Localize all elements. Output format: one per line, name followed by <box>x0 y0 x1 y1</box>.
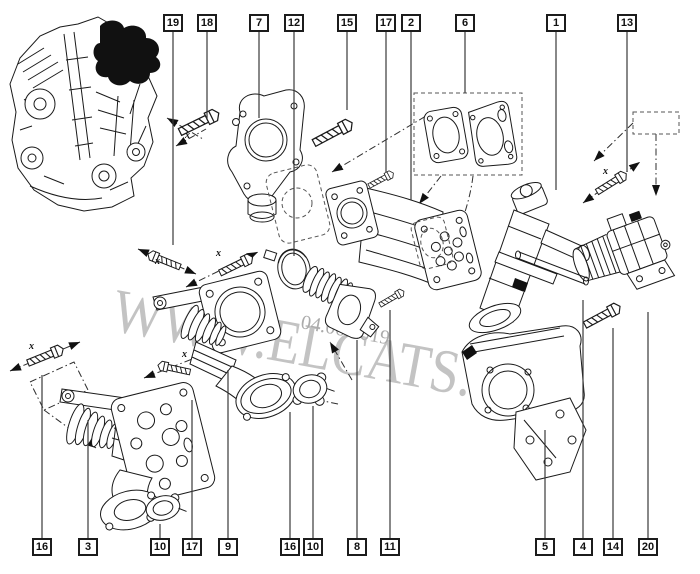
callout-20-bottom[interactable]: 20 <box>638 538 658 556</box>
hose-clamp-illustration <box>263 248 311 290</box>
callout-8-bottom[interactable]: 8 <box>347 538 367 556</box>
gasket-ring-center-illustration <box>292 372 335 406</box>
callout-4-bottom[interactable]: 4 <box>573 538 593 556</box>
dimension-mark-3: x <box>215 248 221 259</box>
callout-1-top[interactable]: 1 <box>546 14 566 32</box>
callout-5-bottom[interactable]: 5 <box>535 538 555 556</box>
dimension-mark-0: x <box>184 130 190 141</box>
egr-cooler-illustration <box>325 180 482 291</box>
callout-10-bottom[interactable]: 10 <box>303 538 323 556</box>
housing-ghost-outline <box>265 164 331 244</box>
exhaust-bracket-illustration <box>461 325 587 481</box>
corrugated-hose-illustration <box>302 265 380 339</box>
callout-19-top[interactable]: 19 <box>163 14 183 32</box>
cooler-assembly-center-illustration <box>152 270 297 421</box>
dimension-mark-2: x <box>154 256 160 267</box>
engine-illustration <box>9 16 161 212</box>
callout-15-top[interactable]: 15 <box>337 14 357 32</box>
cooler-assembly-lower-illustration <box>59 382 216 531</box>
callout-3-bottom[interactable]: 3 <box>78 538 98 556</box>
callout-12-top[interactable]: 12 <box>284 14 304 32</box>
callout-17-bottom[interactable]: 17 <box>182 538 202 556</box>
callout-6-top[interactable]: 6 <box>455 14 475 32</box>
callout-16-bottom[interactable]: 16 <box>280 538 300 556</box>
callout-17-top[interactable]: 17 <box>376 14 396 32</box>
callout-16-bottom[interactable]: 16 <box>32 538 52 556</box>
gasket-edge-illustration <box>515 250 589 286</box>
egr-valve-illustration <box>572 210 676 290</box>
dimension-mark-4: x <box>181 349 187 360</box>
callout-2-top[interactable]: 2 <box>401 14 421 32</box>
callout-10-bottom[interactable]: 10 <box>150 538 170 556</box>
callout-13-top[interactable]: 13 <box>617 14 637 32</box>
callout-9-bottom[interactable]: 9 <box>218 538 238 556</box>
gasket-kit-illustration <box>413 92 523 176</box>
gasket-ring-lower-illustration <box>145 493 187 522</box>
callout-11-bottom[interactable]: 11 <box>380 538 400 556</box>
dimension-mark-1: x <box>28 341 34 352</box>
callout-14-bottom[interactable]: 14 <box>603 538 623 556</box>
callout-7-top[interactable]: 7 <box>249 14 269 32</box>
unlabeled-ref-box <box>632 111 680 135</box>
callout-18-top[interactable]: 18 <box>197 14 217 32</box>
dimension-mark-5: x <box>602 166 608 177</box>
water-outlet-housing-illustration <box>227 89 305 223</box>
